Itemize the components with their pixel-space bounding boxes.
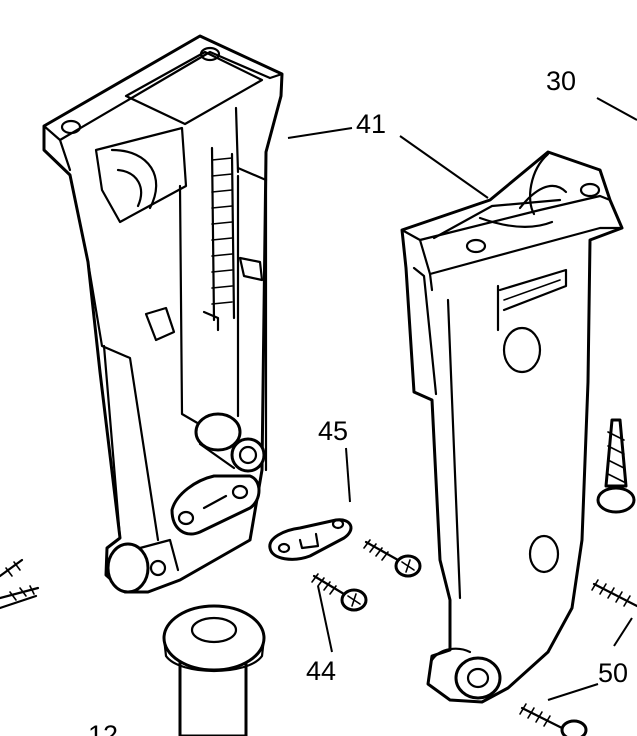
callout-30: 30 [546, 66, 576, 96]
callout-50: 50 [598, 658, 628, 688]
leader-line-41a [287, 127, 353, 139]
leader-line-30 [596, 97, 637, 121]
leader-line-50b [547, 683, 599, 701]
leader-line-50a [613, 617, 633, 647]
leader-line-44 [317, 585, 333, 653]
left-housing-half [42, 34, 284, 594]
screws-left-edge [0, 558, 40, 610]
right-housing-half [400, 150, 624, 704]
screw-44 [311, 573, 368, 612]
callout-45: 45 [318, 416, 348, 446]
screw-vertical [596, 418, 636, 514]
callout-41: 41 [356, 109, 386, 139]
leader-line-41b [399, 135, 489, 199]
screw-right-middle [591, 579, 637, 608]
screw-bottom-right [519, 703, 588, 736]
sleeve-part-12 [162, 604, 266, 736]
screw-near-clip [363, 539, 422, 578]
leader-line-45 [345, 447, 351, 503]
clip-part-45 [268, 518, 353, 561]
callout-44: 44 [306, 656, 336, 686]
callout-12: 12 [88, 720, 118, 736]
